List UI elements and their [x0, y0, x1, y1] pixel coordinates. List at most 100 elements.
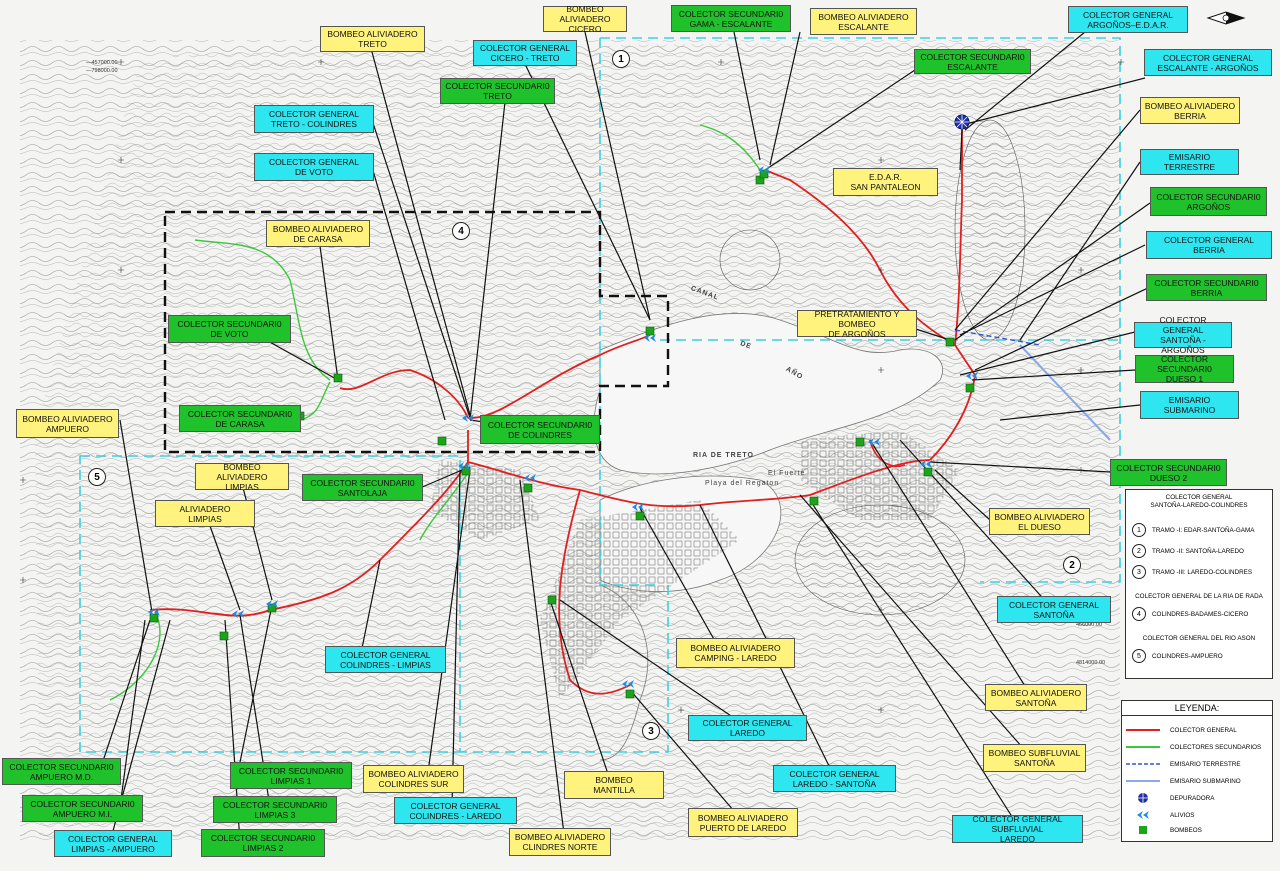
zones-legend-ason-header: COLECTOR GENERAL DEL RIO ASON — [1142, 635, 1256, 642]
label-bombeo-aliviadero-santona: BOMBEO ALIVIADERO SANTOÑA — [985, 684, 1087, 711]
colector-general-cicero-treto — [467, 334, 651, 419]
zone-5-boundary — [79, 455, 461, 753]
zones-legend-row-3: 3 TRAMO -III: LAREDO-COLINDRES — [1132, 565, 1252, 579]
label-bombeo-aliviadero-el-dueso: BOMBEO ALIVIADERO EL DUESO — [989, 508, 1090, 535]
label-colector-secundario-dueso-1: COLECTOR SECUNDARI0 DUESO 1 — [1135, 354, 1234, 384]
zone-5-marker: 5 — [1132, 649, 1146, 663]
zone-1-west — [599, 38, 660, 586]
red-line-icon — [1126, 725, 1160, 735]
colindres-urban — [430, 460, 540, 540]
label-colector-secundario-berria: COLECTOR SECUNDARI0 BERRIA — [1146, 274, 1267, 301]
zones-legend-row-1: 1 TRAMO -I: EDAR-SANTOÑA-GAMA — [1132, 523, 1254, 537]
zone-number-5: 5 — [88, 468, 106, 486]
santona-urban — [800, 430, 960, 520]
colector-secundario-ampuero — [109, 611, 161, 701]
zones-legend-rada-header: COLECTOR GENERAL DE LA RIA DE RADA — [1135, 593, 1263, 600]
legend-row-colector-general: COLECTOR GENERAL — [1126, 725, 1237, 735]
label-colector-secundario-limpias-1: COLECTOR SECUNDARI0 LIMPIAS 1 — [230, 762, 352, 789]
label-colector-secundario-de-voto: COLECTOR SECUNDARI0 DE VOTO — [168, 315, 291, 343]
colector-secundario-gama — [699, 124, 761, 171]
legend-title: LEYENDA: — [1122, 701, 1272, 716]
legend-row-bombeos: BOMBEOS — [1126, 825, 1202, 835]
emisario-submarino-line — [1019, 344, 1111, 441]
label-colector-secundario-treto: COLECTOR SECUNDARI0 TRETO — [440, 78, 555, 104]
label-emisario-terrestre: EMISARIO TERRESTRE — [1140, 149, 1239, 175]
zones-legend-row-4: 4 COLINDRES-BADAMES-CICERO — [1132, 607, 1248, 621]
zones-legend-row-5: 5 COLINDRES-AMPUERO — [1132, 649, 1223, 663]
zone-number-2: 2 — [1063, 556, 1081, 574]
zone-1-boundary — [600, 37, 1121, 583]
label-colector-general-berria: COLECTOR GENERAL BERRIA — [1146, 231, 1272, 259]
zones-legend-t1: TRAMO -I: EDAR-SANTOÑA-GAMA — [1152, 526, 1255, 534]
label-bombeo-aliviadero-escalante: BOMBEO ALIVIADERO ESCALANTE — [810, 8, 917, 35]
zone-4-boundary — [163, 210, 670, 454]
label-bombeo-aliviadero-berria: BOMBEO ALIVIADERO BERRIA — [1140, 97, 1240, 124]
label-colector-general-de-voto: COLECTOR GENERAL DE VOTO — [254, 153, 374, 181]
label-colector-secundario-ampuero-md: COLECTOR SECUNDARI0 AMPUERO M.D. — [2, 758, 121, 785]
label-colector-secundario-de-carasa: COLECTOR SECUNDARI0 DE CARASA — [179, 405, 301, 432]
zones-legend-t2: TRAMO -II: SANTOÑA-LAREDO — [1152, 547, 1244, 555]
zone-number-3: 3 — [642, 722, 660, 740]
legend-emisario-terrestre: EMISARIO TERRESTRE — [1170, 760, 1241, 768]
laredo-urban — [540, 500, 740, 700]
legend-alivios: ALIVIOS — [1170, 811, 1195, 819]
label-colector-secundario-limpias-3: COLECTOR SECUNDARI0 LIMPIAS 3 — [213, 796, 337, 823]
label-bombeo-aliviadero-puerto-de-laredo: BOMBEO ALIVIADERO PUERTO DE LAREDO — [688, 808, 798, 837]
label-colector-secundario-santolaja: COLECTOR SECUNDARI0 SANTOLAJA — [302, 474, 423, 501]
zone-3-boundary — [460, 585, 669, 753]
zone-1-marker: 1 — [1132, 523, 1146, 537]
label-bombeo-aliviadero-de-carasa: BOMBEO ALIVIADERO DE CARASA — [266, 220, 370, 247]
zone-4-marker: 4 — [1132, 607, 1146, 621]
label-colector-general-escalante-argonos: COLECTOR GENERAL ESCALANTE - ARGOÑOS — [1144, 49, 1272, 76]
label-emisario-submarino: EMISARIO SUBMARINO — [1140, 391, 1239, 419]
legend-depuradora: DEPURADORA — [1170, 794, 1215, 802]
label-colector-secundario-gama-escalante: COLECTOR SECUNDARI0 GAMA - ESCALANTE — [671, 5, 791, 32]
zones-legend-t3: TRAMO -III: LAREDO-COLINDRES — [1152, 568, 1253, 576]
label-bombeo-aliviadero-limpias: BOMBEO ALIVIADERO LIMPIAS — [195, 462, 289, 492]
legend-row-alivios: ALIVIOS — [1126, 810, 1195, 820]
label-colector-secundario-limpias-2: COLECTOR SECUNDARI0 LIMPIAS 2 — [201, 829, 325, 857]
label-bombeo-aliviadero-ampuero: BOMBEO ALIVIADERO AMPUERO — [16, 409, 119, 438]
dashed-blue-line-icon — [1126, 759, 1160, 769]
label-colector-secundario-de-colindres: COLECTOR SECUNDARI0 DE COLINDRES — [480, 415, 600, 444]
emisario-terrestre-line — [954, 329, 1041, 346]
label-bombeo-aliviadero-camping-laredo: BOMBEO ALIVIADERO CAMPING - LAREDO — [676, 638, 795, 668]
label-edar-san-pantaleon: E.D.A.R. SAN PANTALEON — [833, 168, 938, 196]
colector-general-voto — [339, 369, 469, 419]
label-colector-general-santona: COLECTOR GENERAL SANTOÑA — [997, 596, 1111, 623]
label-colector-general-subfluvial-laredo: COLECTOR GENERAL SUBFLUVIAL LAREDO — [952, 814, 1083, 844]
north-arrow-icon — [1206, 11, 1246, 25]
label-bombeo-aliviadero-colindres-sur: BOMBEO ALIVIADERO COLINDRES SUR — [363, 765, 464, 793]
legend-row-emisario-terrestre: EMISARIO TERRESTRE — [1126, 759, 1241, 769]
colector-secundario-santolaja — [419, 469, 471, 541]
legend-colectores-secundarios: COLECTORES SECUNDARIOS — [1170, 743, 1262, 751]
zone-number-4: 4 — [452, 222, 470, 240]
bombeo-square-icon — [1126, 825, 1160, 835]
label-colector-general-laredo-santona: COLECTOR GENERAL LAREDO - SANTOÑA — [773, 765, 896, 792]
label-bombeo-subfluvial-santona: BOMBEO SUBFLUVIAL SANTOÑA — [983, 744, 1086, 772]
label-colector-secundario-argonos: COLECTOR SECUNDARI0 ARGOÑOS — [1150, 187, 1267, 216]
coord-label-2: —798000.00 — [86, 68, 118, 74]
label-aliviadero-limpias: ALIVIADERO LIMPIAS — [155, 500, 255, 527]
label-colector-secundario-ampuero-mi: COLECTOR SECUNDARI0 AMPUERO M.I. — [22, 795, 143, 822]
legend-row-depuradora: DEPURADORA — [1126, 793, 1214, 803]
coord-label-3: 466000.00 — [1076, 622, 1102, 628]
legend-row-colectores-secundarios: COLECTORES SECUNDARIOS — [1126, 742, 1261, 752]
leader-lines — [99, 31, 1151, 843]
colector-general-laredo-santona — [467, 430, 931, 508]
legend-colector-general: COLECTOR GENERAL — [1170, 726, 1237, 734]
colector-general-colindres-limpias — [149, 461, 469, 617]
label-bombeo-aliviadero-treto: BOMBEO ALIVIADERO TRETO — [320, 26, 425, 52]
label-bombeo-aliviadero-cicero: BOMBEO ALIVIADERO CICERO — [543, 4, 627, 34]
zones-legend-row-2: 2 TRAMO -II: SANTOÑA-LAREDO — [1132, 544, 1244, 558]
zones-legend-t5: COLINDRES-AMPUERO — [1152, 652, 1223, 660]
label-colector-general-treto-colindres: COLECTOR GENERAL TRETO - COLINDRES — [254, 105, 374, 133]
label-colector-secundario-dueso-2: COLECTOR SECUNDARI0 DUESO 2 — [1110, 459, 1227, 486]
monte-buciero — [794, 504, 966, 616]
label-bombeo-aliviadero-clindres-norte: BOMBEO ALIVIADERO CLINDRES NORTE — [509, 828, 611, 856]
label-pretratamiento-y-bombeo-de-argonos: PRETRATAMIENTO Y BOMBEO DE ARGOÑOS — [797, 309, 917, 339]
label-colector-general-laredo: COLECTOR GENERAL LAREDO — [688, 715, 807, 741]
colector-general-santona-argonos — [764, 169, 976, 461]
